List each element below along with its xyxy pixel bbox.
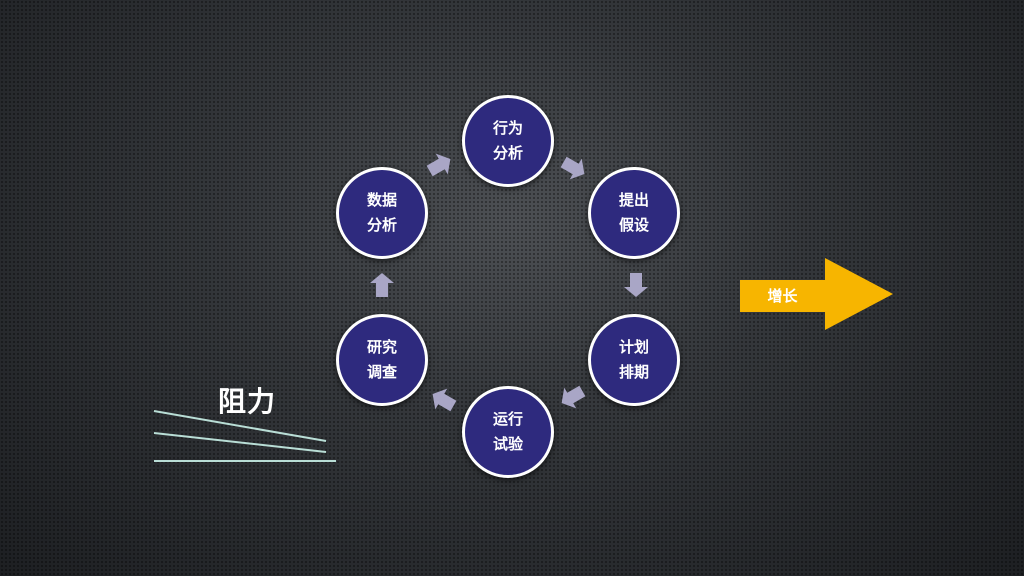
node-label-line2: 调查 (366, 363, 397, 381)
growth-label: 增长 (767, 286, 798, 305)
node-label-line2: 分析 (366, 216, 397, 234)
node-label-line1: 计划 (618, 338, 649, 356)
cycle-node-run-experiment: 运行 试验 (462, 386, 554, 478)
arrow-2-to-3 (624, 273, 648, 297)
node-label-line2: 排期 (618, 363, 649, 381)
cycle-node-hypothesis: 提出 假设 (588, 167, 680, 259)
cycle-node-research-survey: 研究 调查 (336, 314, 428, 406)
node-label-line1: 运行 (492, 410, 523, 428)
cycle-node-data-analysis: 数据 分析 (336, 167, 428, 259)
node-label-line2: 分析 (492, 144, 523, 162)
node-label-line1: 数据 (366, 191, 397, 209)
cycle-node-behavior-analysis: 行为 分析 (462, 95, 554, 187)
node-label-line2: 试验 (492, 435, 523, 453)
node-label-line2: 假设 (618, 216, 649, 234)
resistance-label: 阻力 (218, 385, 277, 418)
arrow-5-to-6 (370, 273, 394, 297)
arrow-3-to-4 (561, 385, 586, 409)
cycle-node-plan-schedule: 计划 排期 (588, 314, 680, 406)
node-label-line1: 行为 (492, 119, 523, 137)
resistance-lines (153, 410, 336, 462)
growth-arrow (740, 258, 893, 330)
node-label-line1: 研究 (366, 338, 397, 356)
node-label-line1: 提出 (618, 191, 649, 209)
arrow-6-to-1 (426, 153, 451, 177)
arrow-1-to-2 (560, 156, 585, 180)
arrow-4-to-5 (432, 388, 457, 412)
